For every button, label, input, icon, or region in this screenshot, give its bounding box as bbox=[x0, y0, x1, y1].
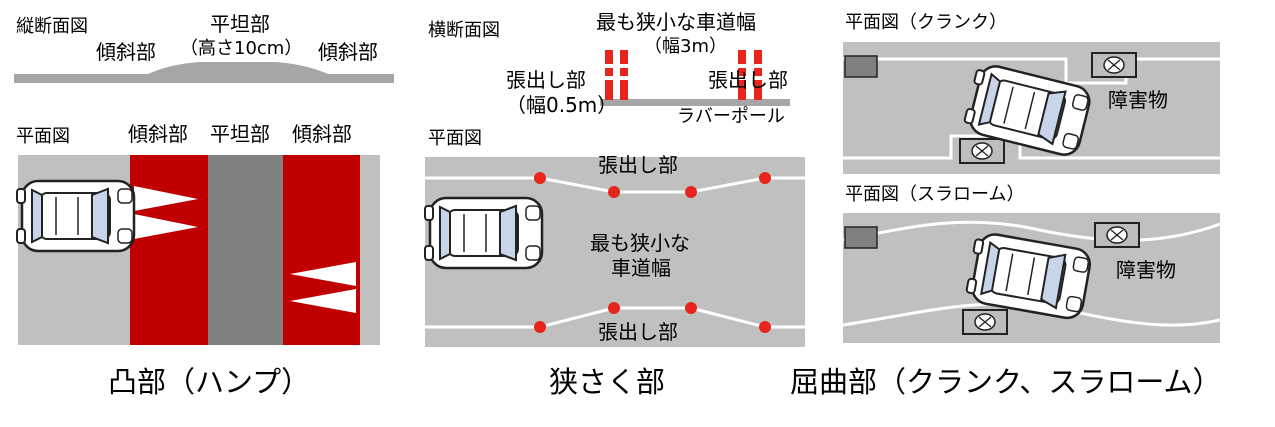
hump-plan-title: 平面図 bbox=[16, 126, 70, 147]
crank-plan-view bbox=[843, 42, 1220, 174]
narrow-overhang-label-lower: 張出し部 bbox=[598, 320, 678, 344]
narrow-plan-view bbox=[423, 157, 805, 347]
hump-slope-label-top-left: 傾斜部 bbox=[96, 40, 156, 64]
narrow-min-width-line2: 車道幅 bbox=[611, 256, 671, 280]
slope-area-left bbox=[130, 155, 208, 345]
narrow-min-width-line1: 最も狭小な bbox=[590, 231, 690, 255]
hump-flat-label-top: 平坦部 bbox=[210, 12, 270, 36]
narrow-min-width-value: （幅3m） bbox=[644, 36, 727, 57]
narrow-min-width-label: 最も狭小な車道幅 bbox=[596, 10, 756, 34]
hump-longitudinal-profile bbox=[14, 62, 394, 83]
slalom-obstacle-label: 障害物 bbox=[1116, 258, 1176, 282]
slope-marking bbox=[290, 289, 356, 313]
narrow-overhang-label-upper: 張出し部 bbox=[598, 153, 678, 177]
hump-plan-view bbox=[15, 155, 380, 345]
slope-marking bbox=[290, 262, 356, 286]
bend-caption: 屈曲部（クランク、スラローム） bbox=[790, 365, 1222, 399]
narrow-cross-section bbox=[600, 50, 790, 106]
hump-flat-height: （高さ10cm） bbox=[180, 38, 303, 59]
rubber-pole-icon bbox=[605, 50, 762, 100]
hump-slope-label-right: 傾斜部 bbox=[292, 122, 352, 146]
rubber-pole-marker bbox=[534, 172, 771, 333]
narrow-overhang-width: （幅0.5m） bbox=[506, 93, 618, 117]
narrow-overhang-label-left: 張出し部 bbox=[506, 68, 586, 92]
narrow-overhang-label-right: 張出し部 bbox=[708, 68, 788, 92]
slope-marking bbox=[134, 214, 198, 239]
hump-flat-label: 平坦部 bbox=[210, 122, 270, 146]
car-icon bbox=[15, 179, 136, 253]
hump-caption: 凸部（ハンプ） bbox=[108, 365, 311, 399]
obstacle-icon bbox=[962, 309, 1008, 335]
narrow-rubber-pole-label: ラバーポール bbox=[677, 106, 785, 127]
narrow-caption: 狭さく部 bbox=[549, 365, 666, 399]
obstacle-icon bbox=[1091, 52, 1137, 78]
slope-area-right bbox=[283, 155, 360, 345]
crank-plan-title: 平面図（クランク） bbox=[845, 12, 1007, 33]
flat-area bbox=[208, 155, 283, 345]
crank-obstacle-label: 障害物 bbox=[1108, 88, 1168, 112]
narrow-plan-title: 平面図 bbox=[428, 128, 482, 149]
obstacle-icon bbox=[1094, 222, 1140, 248]
hump-slope-label-top-right: 傾斜部 bbox=[318, 40, 378, 64]
hump-slope-label-left: 傾斜部 bbox=[128, 122, 188, 146]
slope-marking bbox=[134, 186, 198, 211]
car-icon bbox=[423, 196, 544, 270]
narrow-cross-title: 横断面図 bbox=[428, 20, 500, 41]
hump-longitudinal-title: 縦断面図 bbox=[16, 16, 88, 37]
obstacle-icon bbox=[959, 138, 1005, 164]
slalom-plan-view bbox=[842, 213, 1221, 343]
slalom-plan-title: 平面図（スラローム） bbox=[845, 184, 1025, 205]
